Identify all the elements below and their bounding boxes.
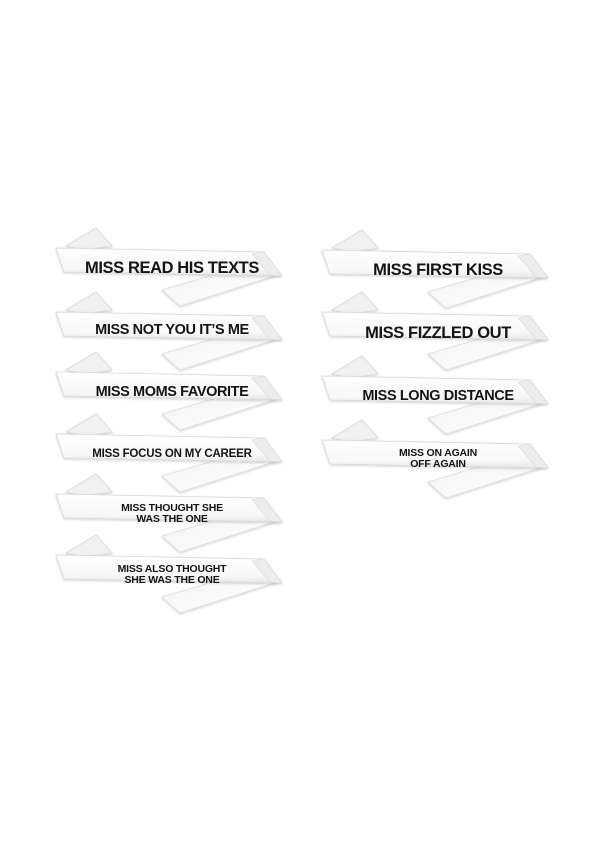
- sash-miss-first-kiss: MISS FIRST KISS: [318, 230, 558, 310]
- sash-label: MISS ON AGAIN OFF AGAIN: [398, 447, 478, 471]
- sash-miss-long-distance: MISS LONG DISTANCE: [318, 356, 558, 436]
- sash-miss-also-thought-she-was-the-one: MISS ALSO THOUGHT SHE WAS THE ONE: [52, 535, 292, 615]
- sash-label: MISS FIZZLED OUT: [365, 324, 511, 342]
- sash-miss-thought-she-was-the-one: MISS THOUGHT SHE WAS THE ONE: [52, 474, 292, 554]
- sash-label: MISS MOMS FAVORITE: [95, 384, 249, 400]
- sash-miss-on-again-off-again: MISS ON AGAIN OFF AGAIN: [318, 420, 558, 500]
- sash-miss-fizzled-out: MISS FIZZLED OUT: [318, 292, 558, 372]
- sash-label: MISS FIRST KISS: [373, 261, 503, 279]
- sash-label: MISS THOUGHT SHE WAS THE ONE: [121, 502, 223, 526]
- sash-miss-not-you-its-me: MISS NOT YOU IT’S ME: [52, 292, 292, 372]
- sash-label: MISS READ HIS TEXTS: [85, 259, 259, 277]
- sash-miss-moms-favorite: MISS MOMS FAVORITE: [52, 352, 292, 432]
- sash-miss-read-his-texts: MISS READ HIS TEXTS: [52, 228, 292, 308]
- sash-miss-focus-on-my-career: MISS FOCUS ON MY CAREER: [52, 414, 292, 494]
- sash-label: MISS NOT YOU IT’S ME: [95, 322, 249, 338]
- sash-label: MISS FOCUS ON MY CAREER: [92, 448, 252, 460]
- sash-label: MISS LONG DISTANCE: [362, 388, 514, 404]
- sash-label: MISS ALSO THOUGHT SHE WAS THE ONE: [117, 563, 227, 587]
